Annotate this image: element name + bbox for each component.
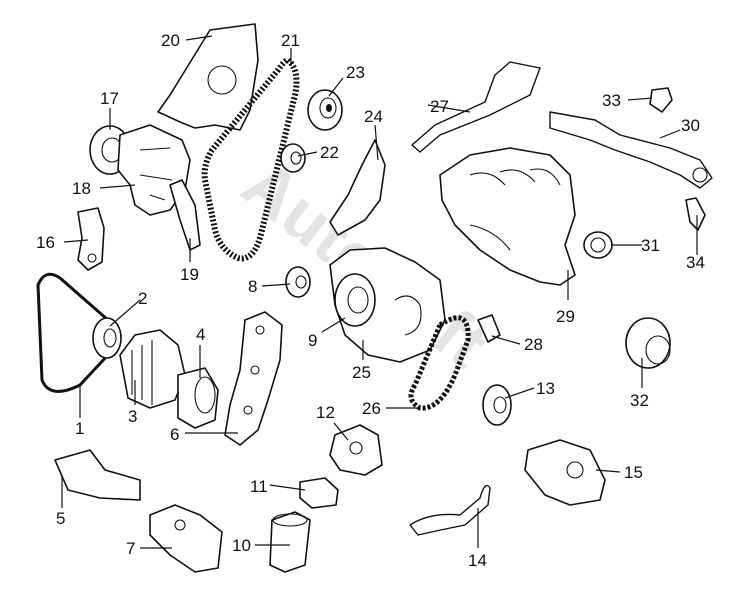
oil-filter: [269, 511, 311, 573]
callout-20: 20: [161, 31, 180, 50]
balance-shaft-sprocket: [482, 384, 512, 426]
callout-18: 18: [72, 179, 91, 198]
idler-roller: [280, 143, 306, 173]
callout-11: 11: [250, 477, 268, 496]
mounting-bracket: [77, 207, 105, 271]
callout-1: 1: [75, 419, 84, 438]
callout-10: 10: [232, 536, 251, 555]
callout-27: 27: [430, 97, 449, 116]
callout-9: 9: [308, 331, 317, 350]
water-pump: [524, 439, 606, 506]
callout-30: 30: [681, 116, 700, 135]
callout-13: 13: [536, 379, 555, 398]
timing-cover-upper: [157, 23, 259, 131]
callout-29: 29: [556, 307, 575, 326]
timing-cover-rear: [329, 139, 386, 236]
callout-31: 31: [641, 236, 660, 255]
throttle-gasket: [583, 231, 613, 259]
chain-tensioner: [477, 314, 501, 343]
callout-26: 26: [362, 399, 381, 418]
leader-lines: [61, 35, 698, 549]
coolant-hose: [409, 484, 491, 536]
tensioner-pulley: [307, 89, 343, 131]
balance-shaft-chain: [408, 315, 471, 411]
callout-labels: 20 21 23 22 24 17 18 19 16 8 9 25 26 28 …: [36, 31, 705, 570]
engine-mount: [54, 449, 141, 501]
camshaft-gear: [625, 317, 671, 369]
callout-22: 22: [320, 143, 339, 162]
callout-2: 2: [138, 289, 147, 308]
callout-8: 8: [248, 277, 257, 296]
thermostat-housing: [329, 424, 383, 476]
exhaust-bracket: [224, 311, 283, 446]
intake-manifold: [439, 147, 576, 286]
callout-25: 25: [352, 363, 371, 382]
callout-3: 3: [128, 407, 137, 426]
callout-21: 21: [281, 31, 300, 50]
oil-filter-adapter: [299, 477, 339, 509]
pressure-regulator: [649, 87, 673, 113]
callout-23: 23: [346, 63, 365, 82]
callout-33: 33: [602, 91, 621, 110]
callout-5: 5: [56, 509, 65, 528]
callout-6: 6: [170, 425, 179, 444]
callout-24: 24: [364, 107, 383, 126]
callout-14: 14: [468, 551, 487, 570]
oil-pump-housing: [329, 247, 446, 363]
callout-15: 15: [624, 463, 643, 482]
callout-7: 7: [126, 539, 135, 558]
fuel-rail: [549, 111, 713, 189]
pump-bracket: [169, 179, 201, 251]
idler-pulley: [285, 266, 311, 298]
callout-12: 12: [316, 403, 335, 422]
callout-32: 32: [630, 391, 649, 410]
breather-pipe: [411, 61, 541, 153]
callout-19: 19: [180, 265, 199, 284]
crankshaft-pulley: [92, 317, 122, 359]
timing-belt: [201, 56, 300, 262]
callout-16: 16: [36, 233, 55, 252]
alternator: [119, 329, 186, 409]
filter-canister: [177, 367, 219, 429]
transmission-mount: [149, 504, 223, 573]
callout-28: 28: [524, 335, 543, 354]
temperature-sensor: [685, 197, 706, 231]
callout-17: 17: [100, 89, 119, 108]
callout-4: 4: [196, 325, 205, 344]
callout-34: 34: [686, 253, 705, 272]
